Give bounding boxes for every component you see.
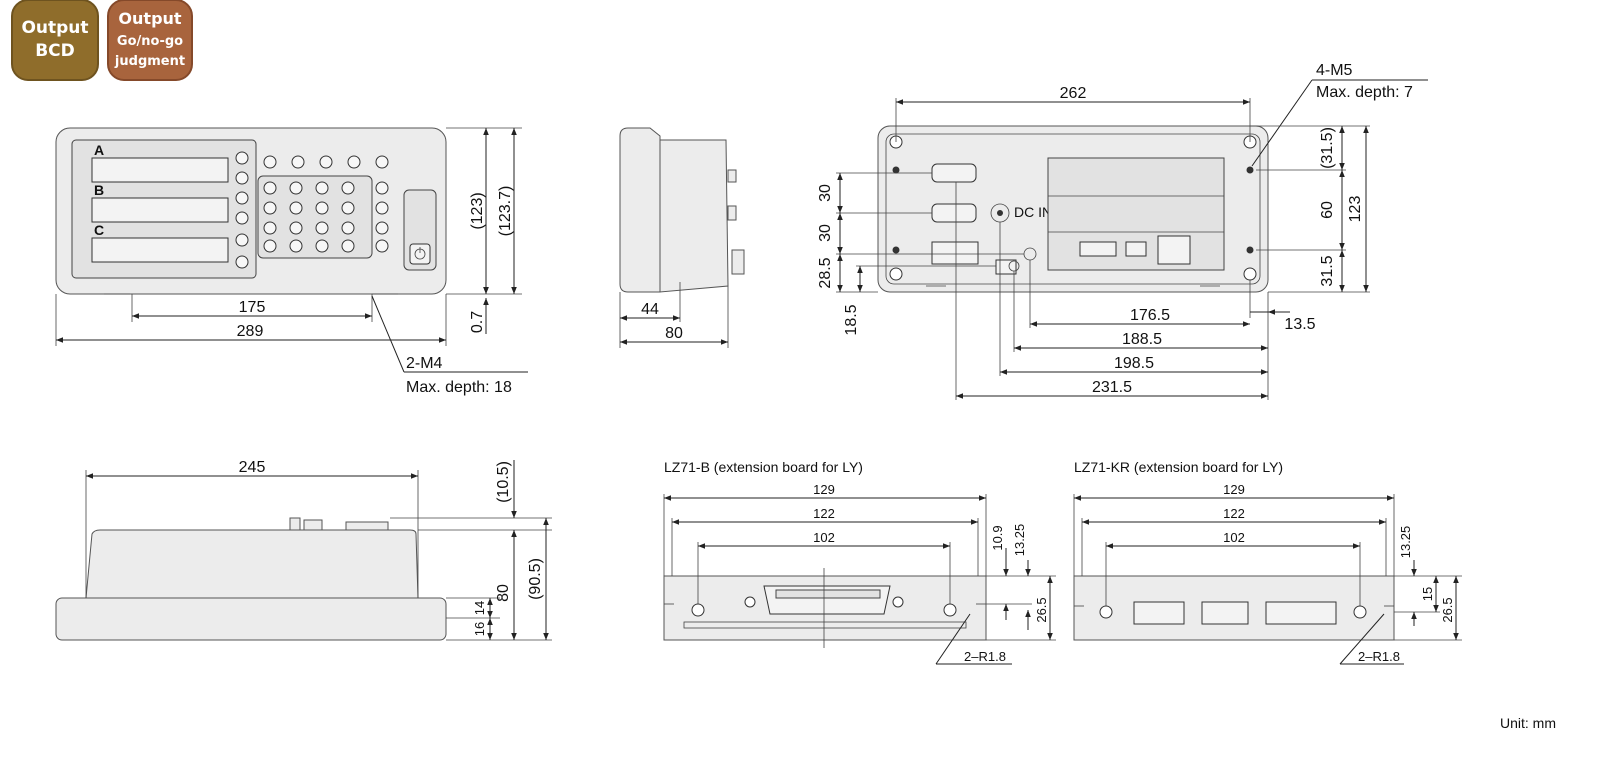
dim-13-5: 13.5 — [1284, 316, 1315, 333]
dim-30-upper: 30 — [817, 184, 834, 202]
lz71b-dim-129: 129 — [813, 482, 835, 497]
dim-176-5: 176.5 — [1130, 307, 1170, 324]
dim-231-5: 231.5 — [1092, 379, 1132, 396]
dim-123-paren: (123) — [469, 192, 486, 229]
top-view: 245 (10.5) 80 (90.5) 14 16 — [55, 459, 552, 641]
lz71kr-dim-15: 15 — [1420, 587, 1435, 601]
lz71b-dim-102: 102 — [813, 530, 835, 545]
dim-188-5: 188.5 — [1122, 331, 1162, 348]
output-bcd-badge: Output BCD — [11, 0, 99, 81]
callout-max-depth-18: Max. depth: 18 — [406, 379, 512, 396]
gonogo-badge-line3: judgment — [114, 54, 185, 69]
dim-175: 175 — [239, 299, 266, 316]
dc-in-label: DC IN — [1014, 204, 1052, 220]
lz71b-title: LZ71-B (extension board for LY) — [664, 459, 863, 475]
lz71b-board: LZ71-B (extension board for LY) 129 122 … — [663, 459, 1056, 665]
output-gonogo-badge: Output Go/no-go judgment — [107, 0, 193, 81]
lz71b-radius-callout: 2–R1.8 — [964, 649, 1006, 664]
side-view: 44 80 — [619, 127, 745, 348]
dim-14: 14 — [472, 601, 487, 615]
dim-18-5: 18.5 — [843, 304, 860, 335]
dim-60: 60 — [1319, 201, 1336, 219]
lz71b-dim-26-5: 26.5 — [1034, 597, 1049, 622]
dim-262: 262 — [1060, 85, 1087, 102]
gonogo-badge-line2: Go/no-go — [117, 34, 183, 49]
callout-max-depth-7: Max. depth: 7 — [1316, 84, 1413, 101]
lz71b-dim-10-9: 10.9 — [990, 525, 1005, 550]
lz71kr-dim-26-5: 26.5 — [1440, 597, 1455, 622]
dim-80: 80 — [665, 325, 683, 342]
callout-4-m5: 4-M5 — [1316, 62, 1353, 79]
row-a-label: A — [94, 142, 104, 158]
lz71b-dim-122: 122 — [813, 506, 835, 521]
dim-31-5: 31.5 — [1319, 255, 1336, 286]
lz71kr-dim-129: 129 — [1223, 482, 1245, 497]
rear-view: DC IN — [877, 125, 1269, 293]
dim-28-5: 28.5 — [817, 257, 834, 288]
front-view: A B C — [55, 127, 447, 295]
front-dimensions: 175 289 (123) (123.7) 0.7 2-M4 Max. dept… — [55, 127, 528, 396]
bcd-badge-line2: BCD — [35, 41, 75, 61]
callout-2-m4: 2-M4 — [406, 355, 443, 372]
dim-0-7: 0.7 — [469, 311, 486, 333]
lz71kr-dim-122: 122 — [1223, 506, 1245, 521]
lz71kr-title: LZ71-KR (extension board for LY) — [1074, 459, 1283, 475]
lz71kr-board: LZ71-KR (extension board for LY) 129 122… — [1073, 459, 1462, 665]
gonogo-badge-line1: Output — [118, 9, 181, 28]
dim-245: 245 — [239, 459, 266, 476]
dim-10-5-paren: (10.5) — [495, 461, 512, 503]
row-c-label: C — [94, 222, 104, 238]
lz71kr-dim-13-25: 13.25 — [1398, 526, 1413, 559]
dim-44: 44 — [641, 301, 659, 318]
dim-31-5-paren: (31.5) — [1319, 127, 1336, 169]
dim-123-7-paren: (123.7) — [497, 186, 514, 237]
dim-30-lower: 30 — [817, 224, 834, 242]
lz71kr-radius-callout: 2–R1.8 — [1358, 649, 1400, 664]
row-b-label: B — [94, 182, 104, 198]
dim-90-5-paren: (90.5) — [527, 558, 544, 600]
dim-123: 123 — [1347, 196, 1364, 223]
lz71b-dim-13-25: 13.25 — [1012, 524, 1027, 557]
rear-dimensions: 262 4-M5 Max. depth: 7 30 30 28.5 18.5 (… — [817, 62, 1428, 400]
dim-289: 289 — [237, 323, 264, 340]
dim-198-5: 198.5 — [1114, 355, 1154, 372]
dim-16: 16 — [472, 622, 487, 636]
unit-label: Unit: mm — [1500, 715, 1556, 731]
dim-80-top: 80 — [495, 584, 512, 602]
bcd-badge-line1: Output — [21, 18, 88, 38]
lz71kr-dim-102: 102 — [1223, 530, 1245, 545]
